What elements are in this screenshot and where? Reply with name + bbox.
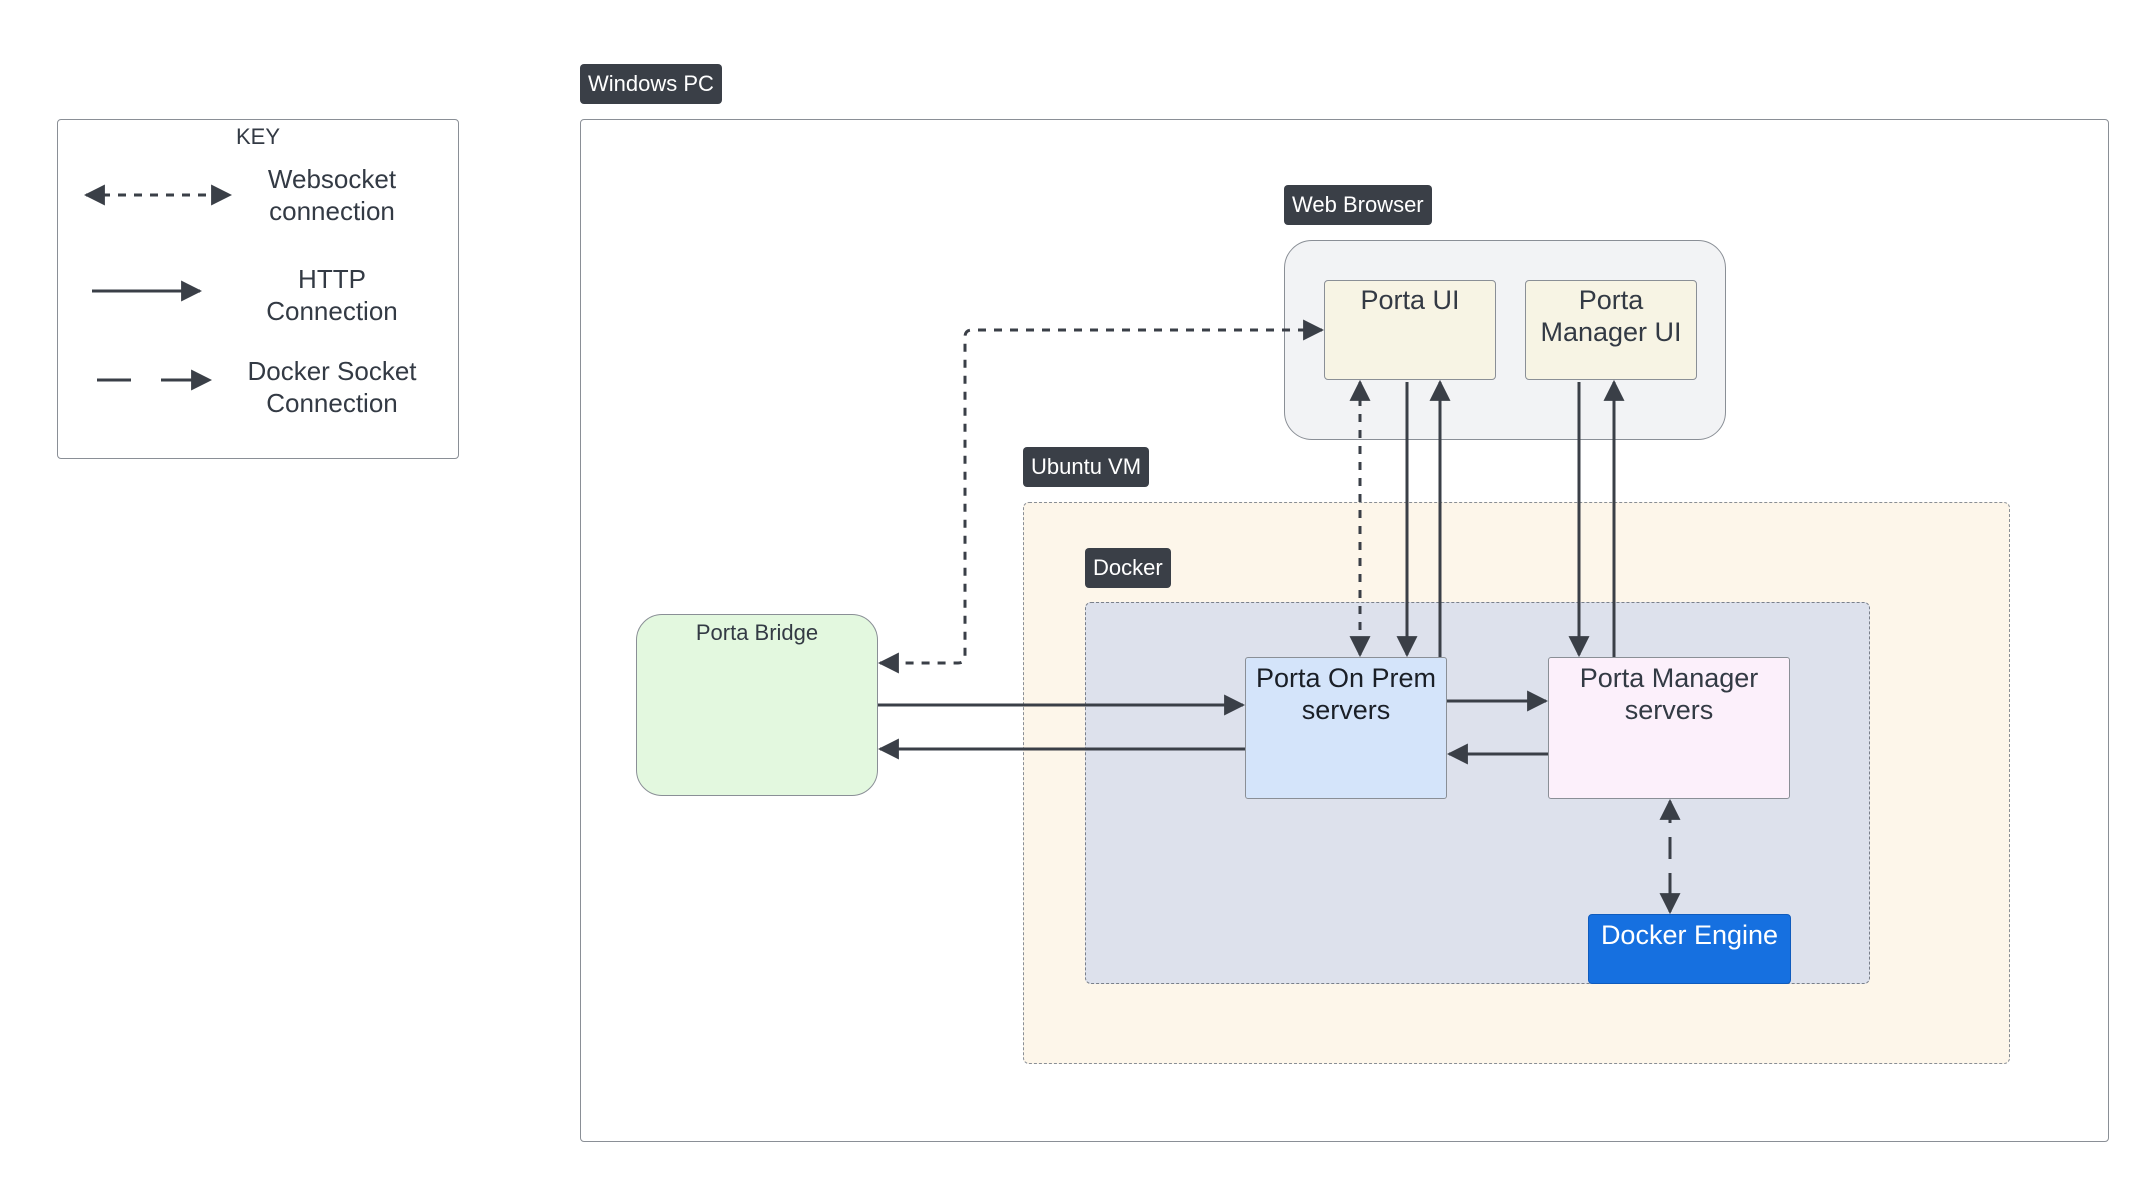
porta-on-prem-label: Porta On Prem servers: [1255, 663, 1437, 725]
porta-ui-node: [1324, 280, 1496, 380]
legend-websocket-label: Websocket connection: [267, 164, 397, 226]
docker-engine-node: [1588, 914, 1791, 984]
websocket-ui-bridge: [877, 319, 1325, 674]
porta-bridge-node: [636, 614, 878, 796]
web-browser-label: Web Browser: [1284, 185, 1432, 225]
windows-pc-label: Windows PC: [580, 64, 722, 104]
porta-ui-label: Porta UI: [1360, 285, 1460, 315]
porta-on-prem-node: [1245, 657, 1447, 799]
docker-engine-label: Docker Engine: [1600, 920, 1779, 950]
porta-manager-servers-node: [1548, 657, 1790, 799]
legend-box: [57, 119, 459, 459]
porta-bridge-label: Porta Bridge: [695, 620, 819, 645]
porta-manager-servers-label: Porta Manager servers: [1579, 663, 1759, 725]
legend-title: KEY: [235, 124, 281, 149]
porta-manager-ui-node: [1525, 280, 1697, 380]
legend-docker-socket-label: Docker Socket Connection: [247, 356, 417, 418]
porta-manager-ui-label: Porta Manager UI: [1540, 285, 1682, 347]
windows-pc-container: [580, 119, 2109, 1142]
legend-http-label: HTTP Connection: [266, 264, 398, 326]
